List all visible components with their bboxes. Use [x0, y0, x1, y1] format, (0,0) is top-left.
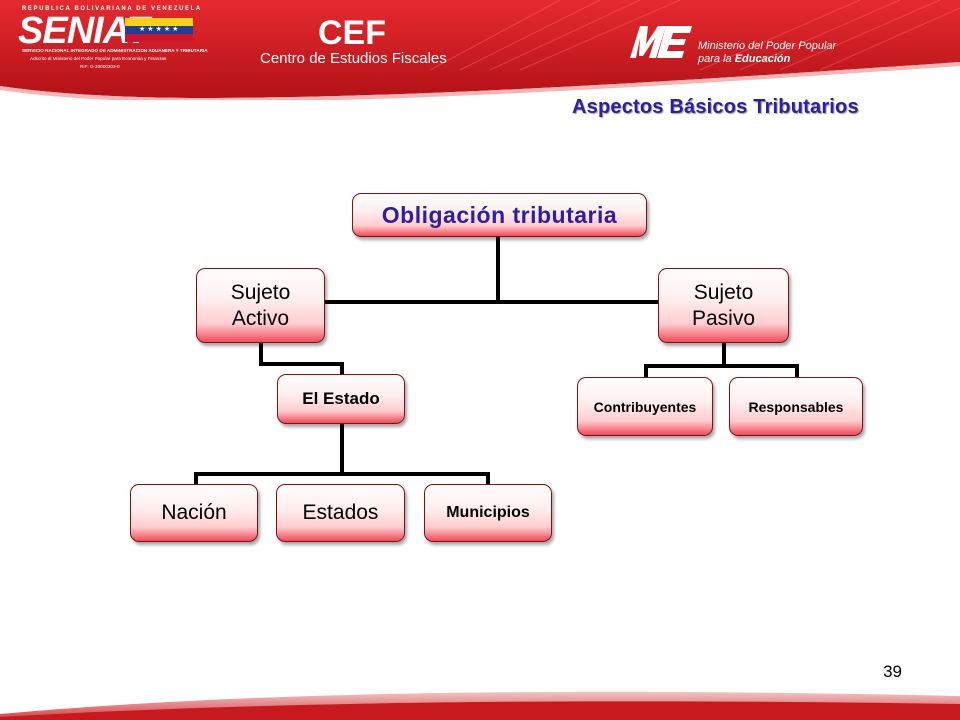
- ministry-line2: para la Educación: [698, 53, 790, 65]
- node-estados: Estados: [276, 484, 405, 542]
- ministry-line2-bold: Educación: [734, 53, 791, 65]
- node-sujeto-pasivo: Sujeto Pasivo: [658, 268, 789, 343]
- node-el-estado: El Estado: [277, 374, 405, 424]
- ministry-line1: Ministerio del Poder Popular: [698, 40, 837, 52]
- node-municipios: Municipios: [424, 484, 552, 542]
- banner-background: [0, 0, 960, 100]
- footer-swoosh: [0, 691, 960, 720]
- page-number: 39: [883, 662, 902, 681]
- seniat-line2: Adscrito al Ministerio del Poder Popular…: [30, 56, 167, 61]
- node-el-estado-label: El Estado: [302, 389, 380, 408]
- venezuela-flag-icon: ★★★★★: [125, 18, 193, 42]
- node-nacion: Nación: [130, 484, 258, 542]
- node-nacion-label: Nación: [161, 501, 227, 524]
- cef-logo: CEF: [318, 14, 386, 52]
- header-banner: REPUBLICA BOLIVARIANA DE VENEZUELA SENIA…: [0, 0, 960, 100]
- node-responsables: Responsables: [729, 377, 863, 436]
- node-contribuyentes: Contribuyentes: [577, 377, 713, 436]
- node-obligacion-tributaria-label: Obligación tributaria: [381, 201, 618, 228]
- node-sujeto-activo: Sujeto Activo: [196, 268, 325, 343]
- cef-full-name: Centro de Estudios Fiscales: [260, 50, 447, 67]
- node-estados-label: Estados: [302, 501, 379, 524]
- node-sujeto-activo-label: Sujeto Activo: [230, 280, 291, 330]
- node-contribuyentes-label: Contribuyentes: [593, 398, 697, 415]
- seniat-rif: RIF: G-20000303-0: [80, 64, 120, 69]
- ministry-line2-prefix: para la: [698, 53, 735, 65]
- node-responsables-label: Responsables: [748, 398, 844, 415]
- node-obligacion-tributaria: Obligación tributaria: [352, 193, 647, 237]
- me-logo-icon: [630, 26, 692, 58]
- seniat-line1: SERVICIO NACIONAL INTEGRADO DE ADMINISTR…: [22, 48, 208, 53]
- slide-subtitle: Aspectos Básicos Tributarios: [572, 96, 859, 118]
- node-municipios-label: Municipios: [446, 504, 530, 521]
- node-sujeto-pasivo-label: Sujeto Pasivo: [691, 280, 756, 330]
- seniat-top-line: REPUBLICA BOLIVARIANA DE VENEZUELA: [22, 6, 202, 12]
